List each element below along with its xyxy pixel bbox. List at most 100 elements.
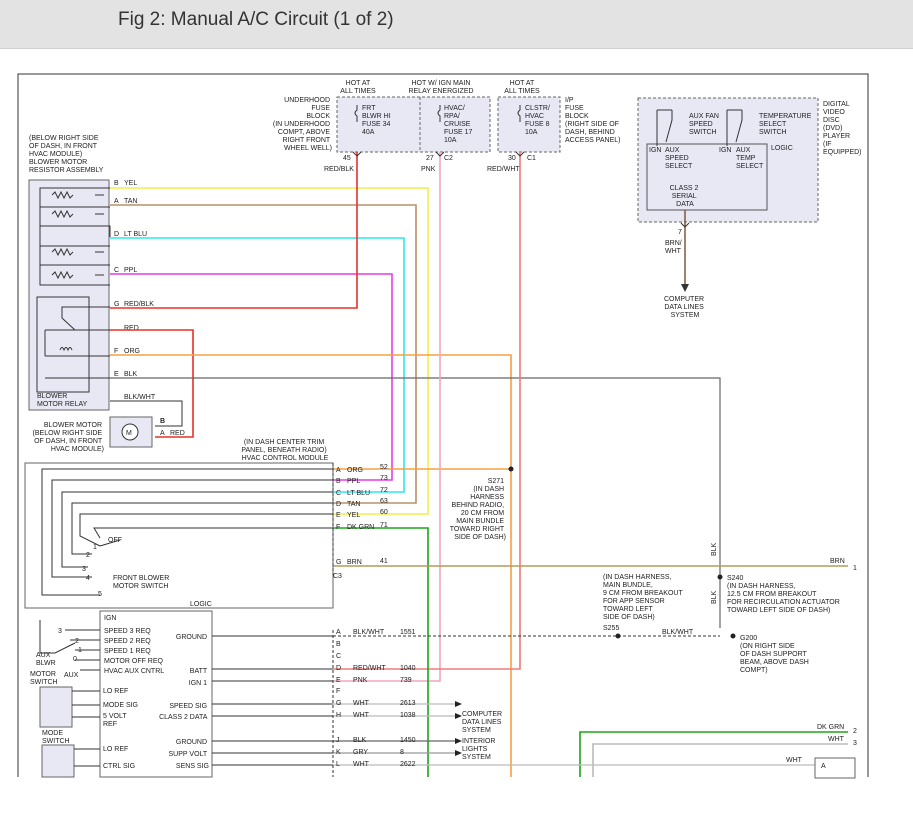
svg-text:H: H	[336, 712, 341, 719]
page-header: Fig 2: Manual A/C Circuit (1 of 2)	[0, 0, 913, 49]
dvd-player-module: DIGITAL VIDEO DISC (DVD) PLAYER (IF EQUI…	[637, 97, 862, 223]
mode-switch-box	[39, 686, 73, 728]
s271-text: S271 (IN DASH HARNESS BEHIND RADIO, 20 C…	[450, 478, 506, 541]
aux-logic-text: LOGIC	[190, 601, 212, 608]
svg-text:RED: RED	[124, 325, 139, 332]
svg-text:L: L	[336, 761, 340, 768]
svg-text:PNK: PNK	[353, 677, 368, 684]
splice-s240-dot	[717, 574, 723, 580]
svg-text:K: K	[336, 749, 341, 756]
svg-text:1038: 1038	[400, 712, 416, 719]
svg-text:D: D	[336, 501, 341, 508]
aux-switch-label: AUX BLWR MOTOR SWITCH	[30, 652, 58, 686]
fuse-8-symbol	[517, 105, 521, 122]
svg-text:YEL: YEL	[347, 512, 360, 519]
svg-text:PPL: PPL	[124, 267, 137, 274]
ground-g200-dot	[730, 633, 736, 639]
svg-text:0: 0	[73, 656, 77, 663]
svg-text:BRN: BRN	[347, 559, 362, 566]
dkgrn-right-num: 2	[853, 728, 857, 735]
svg-text:A: A	[160, 430, 165, 437]
blk-wht-bottom-label: BLK/WHT	[662, 629, 694, 636]
hvac-desc-text: (IN DASH CENTER TRIM PANEL, BENEATH RADI…	[241, 439, 328, 462]
aux-dest1-text: COMPUTER DATA LINES SYSTEM	[462, 711, 504, 734]
motor-desc-text: BLOWER MOTOR (BELOW RIGHT SIDE OF DASH, …	[33, 422, 104, 453]
svg-text:DK GRN: DK GRN	[347, 524, 374, 531]
s240-text: S240 (IN DASH HARNESS, 12.5 CM FROM BREA…	[727, 575, 842, 614]
hvac-internal-switch	[41, 468, 333, 596]
wire-label-red-blk-top: RED/BLK	[324, 166, 354, 173]
wire-yel	[110, 187, 429, 515]
svg-text:RED: RED	[170, 430, 185, 437]
svg-text:BLK: BLK	[353, 737, 367, 744]
svg-text:B: B	[160, 418, 165, 425]
relay-label-text: BLOWER MOTOR RELAY	[37, 393, 88, 408]
wire-red-blk	[110, 152, 358, 309]
dvd-logic-text: LOGIC	[771, 145, 793, 152]
svg-text:BLK/WHT: BLK/WHT	[124, 394, 156, 401]
svg-text:TAN: TAN	[347, 501, 360, 508]
brn-right-num: 1	[853, 565, 857, 572]
svg-text:E: E	[336, 677, 341, 684]
svg-text:A: A	[336, 629, 341, 636]
resistor-internal-wiring	[39, 187, 111, 286]
motor-m-text: M	[126, 430, 132, 437]
dvd-ign1-text: IGN	[649, 147, 661, 154]
fuse-pin-45: 45	[343, 155, 351, 162]
brn-right-label: BRN	[830, 558, 845, 565]
wire-lt-blu	[110, 237, 405, 493]
svg-text:3: 3	[82, 566, 86, 573]
resistor-desc-text: (BELOW RIGHT SIDE OF DASH, IN FRONT HVAC…	[29, 135, 104, 174]
wire-dk-grn-right	[579, 731, 848, 777]
temp-switch-symbol	[726, 109, 743, 146]
svg-text:2: 2	[75, 638, 79, 645]
sensor-box	[41, 744, 75, 778]
aux-arrows	[455, 701, 462, 756]
svg-text:52: 52	[380, 464, 388, 471]
svg-text:LT BLU: LT BLU	[347, 490, 370, 497]
switch-off-text: OFF	[108, 537, 122, 544]
svg-text:2622: 2622	[400, 761, 416, 768]
svg-text:60: 60	[380, 509, 388, 516]
ip-desc-text: I/P FUSE BLOCK (RIGHT SIDE OF DASH, BEHI…	[565, 97, 621, 144]
splice-s255-dot	[615, 633, 621, 639]
fuse-pin-30: 30	[508, 155, 516, 162]
svg-text:A: A	[336, 467, 341, 474]
svg-text:RED/WHT: RED/WHT	[353, 665, 386, 672]
svg-text:F: F	[336, 524, 340, 531]
wire-blk	[110, 377, 721, 628]
dvd-arrow	[681, 284, 689, 292]
temp-select-text: AUX TEMP SELECT	[736, 147, 764, 170]
aux-hvac-module: LOGIC IGN SPEED 3 REQ SPEED 2 REQ SPEED …	[30, 601, 334, 778]
svg-text:C: C	[114, 267, 119, 274]
fan-switch-text: AUX FAN SPEED SWITCH	[689, 113, 721, 136]
svg-text:PPL: PPL	[347, 478, 360, 485]
right-box	[814, 757, 856, 779]
wires	[110, 152, 848, 777]
fuse-conn-c1: C1	[527, 155, 536, 162]
wire-pnk	[333, 152, 441, 682]
dkgrn-right-label: DK GRN	[817, 724, 844, 731]
svg-text:D: D	[114, 231, 119, 238]
svg-text:ORG: ORG	[124, 348, 140, 355]
fuse-conn-c2: C2	[444, 155, 453, 162]
uh-desc-text: UNDERHOOD FUSE BLOCK (IN UNDERHOOD COMPT…	[273, 97, 332, 152]
relay-internal-wiring	[44, 306, 110, 379]
svg-text:B: B	[336, 641, 341, 648]
svg-text:B: B	[336, 478, 341, 485]
fuse-17-symbol	[437, 105, 441, 122]
svg-text:C: C	[336, 653, 341, 660]
dvd-pin-7: 7	[678, 229, 682, 236]
svg-text:E: E	[336, 512, 341, 519]
svg-text:WHT: WHT	[353, 761, 370, 768]
svg-text:ORG: ORG	[347, 467, 363, 474]
mode-switch-label: MODE SWITCH	[42, 730, 70, 745]
svg-text:3: 3	[58, 628, 62, 635]
aux-speed-text: SPEED 3 REQ SPEED 2 REQ SPEED 1 REQ MOTO…	[104, 628, 165, 675]
fan-switch-symbol	[656, 109, 673, 146]
